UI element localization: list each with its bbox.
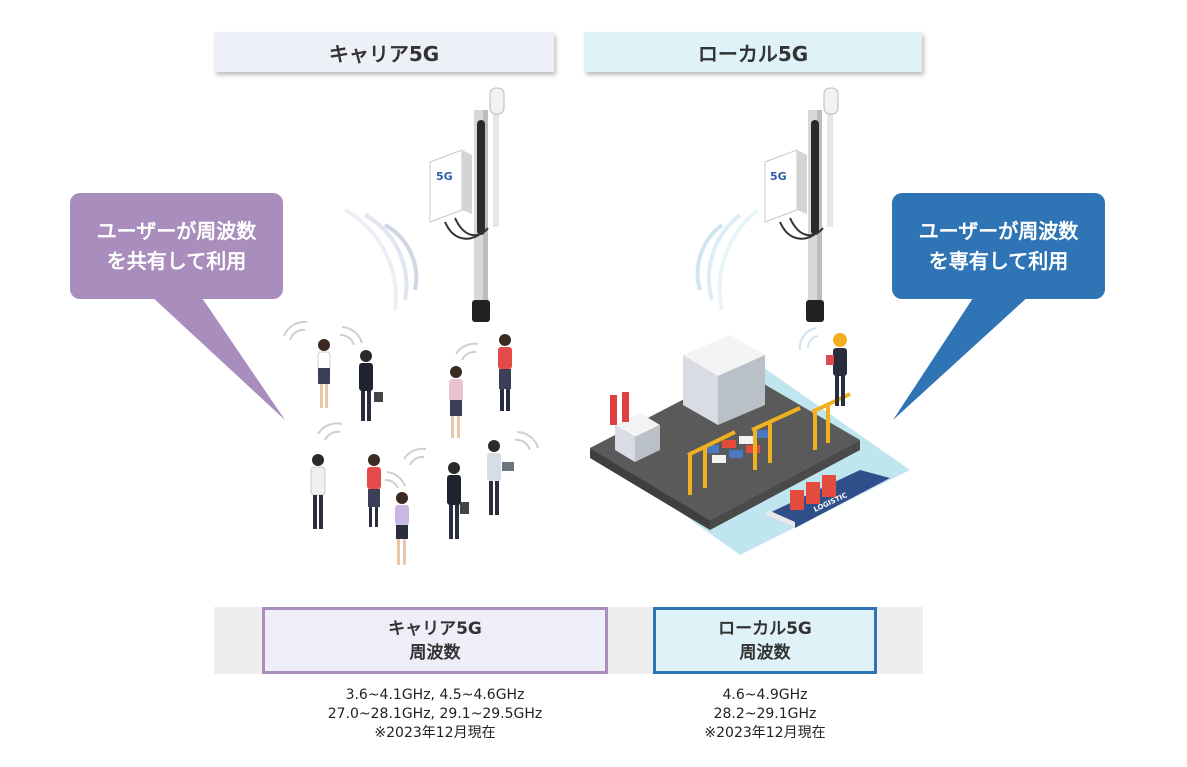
port-scene <box>590 335 910 555</box>
local-frequency-line1: 4.6~4.9GHz <box>722 687 808 703</box>
bubble-right-tail <box>893 295 1030 420</box>
carrier-antenna-tower <box>344 87 505 322</box>
carrier-frequency-list: 3.6~4.1GHz, 4.5~4.6GHz 27.0~28.1GHz, 29.… <box>262 686 608 743</box>
local-antenna-tower <box>695 87 839 322</box>
carrier-5g-title: キャリア5G <box>214 32 554 72</box>
carrier-frequency-line1: 3.6~4.1GHz, 4.5~4.6GHz <box>345 687 525 703</box>
local-frequency-box: ローカル5G 周波数 <box>653 607 877 674</box>
carrier-5g-title-text: キャリア5G <box>328 41 440 66</box>
local-callout-line2: を専有して利用 <box>928 249 1069 273</box>
bubble-left-tail <box>150 295 285 420</box>
local-5g-title-text: ローカル5G <box>697 41 809 66</box>
local-callout-bubble: ユーザーが周波数 を専有して利用 <box>892 193 1105 299</box>
local-frequency-subtitle: 周波数 <box>739 642 791 663</box>
carrier-frequency-title: キャリア5G <box>388 618 482 639</box>
local-callout-line1: ユーザーが周波数 <box>918 219 1079 243</box>
carrier-callout-line1: ユーザーが周波数 <box>96 219 257 243</box>
carrier-frequency-subtitle: 周波数 <box>409 642 461 663</box>
local-frequency-line2: 28.2~29.1GHz <box>713 706 817 722</box>
local-antenna-label: 5G <box>770 170 787 183</box>
carrier-frequency-note: ※2023年12月現在 <box>374 725 496 741</box>
local-frequency-title: ローカル5G <box>718 618 812 639</box>
carrier-callout-line2: を共有して利用 <box>106 249 247 273</box>
people-group <box>283 320 539 565</box>
carrier-frequency-box: キャリア5G 周波数 <box>262 607 608 674</box>
local-frequency-note: ※2023年12月現在 <box>704 725 826 741</box>
carrier-antenna-label: 5G <box>436 170 453 183</box>
worker-figure <box>798 327 847 406</box>
carrier-frequency-line2: 27.0~28.1GHz, 29.1~29.5GHz <box>327 706 543 722</box>
local-frequency-list: 4.6~4.9GHz 28.2~29.1GHz ※2023年12月現在 <box>653 686 877 743</box>
local-5g-title: ローカル5G <box>584 32 922 72</box>
carrier-callout-bubble: ユーザーが周波数 を共有して利用 <box>70 193 283 299</box>
